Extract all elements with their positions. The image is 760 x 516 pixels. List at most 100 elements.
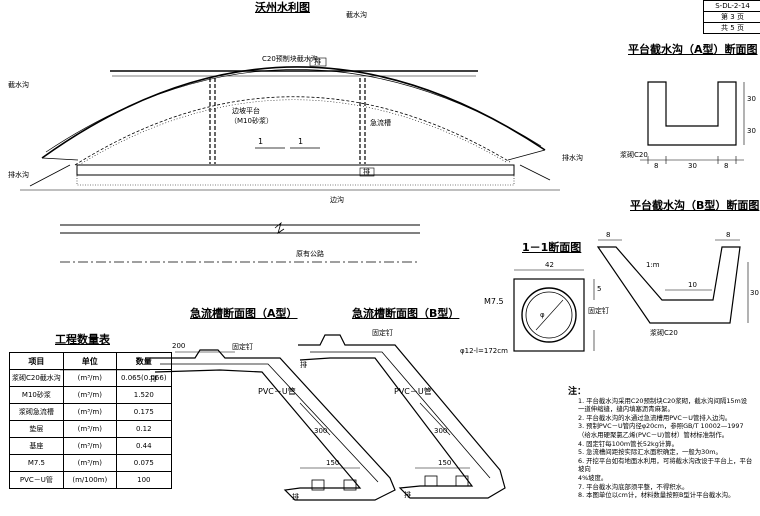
chute-b-foot-r: 排	[404, 491, 411, 499]
table-cell: 基座	[9, 437, 64, 455]
table-row: 浆砌C20截水沟 (m³/m) 0.065(0.066)	[9, 369, 172, 387]
ditch-a-dim-left: 8	[654, 162, 659, 170]
table-header-row: 项目 单位 数量	[9, 352, 172, 370]
sheet-info-block: S-DL-2-14 第 3 页 共 5 页	[703, 0, 760, 34]
quantity-table: 项目 单位 数量 浆砌C20截水沟 (m³/m) 0.065(0.066) M1…	[9, 352, 172, 489]
label-pipe-a: 排	[314, 58, 321, 66]
ditch-b-dim-top-l: 8	[606, 231, 611, 239]
base-slab	[76, 164, 515, 176]
notes-title: 注：	[568, 387, 587, 397]
label-left-foot: 排水沟	[8, 171, 29, 179]
table-cell: 0.075	[115, 454, 172, 472]
label-m10: （M10砂浆）	[230, 117, 273, 125]
table-cell: 0.175	[115, 403, 172, 421]
chute-b-foot-l: 排	[300, 361, 307, 369]
table-cell: 浆砌急流槽	[9, 403, 64, 421]
note-line: 2. 平台截水沟的水通过急流槽用PVC－U管排入边沟。	[578, 413, 732, 422]
label-road: 原有公路	[296, 250, 324, 258]
chute-b-anchor: 固定钉	[372, 329, 393, 337]
sheet-total: 共 5 页	[704, 22, 760, 33]
label-right-foot: 排水沟	[562, 154, 583, 162]
note-line: 3. 预制PVC－U管内径φ20cm，参照GB/T 10002—1997	[578, 422, 744, 431]
table-cell: 100	[115, 471, 172, 489]
note-line: 5. 急流槽间距按实际汇水面积确定，一般为30m。	[578, 448, 722, 457]
elevation-view	[20, 57, 560, 263]
table-cell: 浆砌C20截水沟	[9, 369, 64, 387]
section-1-1	[513, 269, 595, 352]
label-c20: C20预制块截水沟	[262, 55, 318, 63]
table-cell: (m³/m)	[62, 369, 117, 387]
header-cell: 数量	[115, 352, 172, 370]
inner-arch-dashed	[74, 96, 511, 166]
table-row: 浆砌急流槽 (m³/m) 0.175	[9, 403, 172, 421]
table-cell: (m/100m)	[62, 471, 117, 489]
label-left-ditch: 截水沟	[8, 81, 29, 89]
table-row: M10砂浆 (m³/m) 1.520	[9, 386, 172, 404]
note-line: （给水用硬聚氯乙烯(PVC－U)管材）管材标准制作。	[578, 430, 729, 439]
ditch-a-dim-mid: 30	[688, 162, 697, 170]
platform-a-title: 平台截水沟（A型）断面图	[628, 43, 758, 56]
platform-ditch-a-section	[640, 81, 745, 164]
table-row: 垫层 (m³/m) 0.12	[9, 420, 172, 438]
inner-arch-dotted	[78, 99, 507, 166]
platform-b-title: 平台截水沟（B型）断面图	[630, 199, 760, 212]
note-line: 1. 平台截水沟采用C20预制块C20浆砌，截水沟间隔15m设	[578, 396, 748, 405]
ditch-a-dim-right: 8	[724, 162, 729, 170]
label-bottom: 边沟	[330, 196, 344, 204]
chute-b-section	[298, 334, 506, 499]
section-11-title: 1－1断面图	[522, 241, 582, 254]
table-cell: 0.12	[115, 420, 172, 438]
chute-a-pipe: PVC－U管	[258, 387, 296, 396]
label-pipe-b: 排	[363, 168, 370, 176]
chute-b-outline	[298, 334, 506, 499]
table-cell: M7.5	[9, 454, 64, 472]
table-row: 基座 (m³/m) 0.44	[9, 437, 172, 455]
section-rebar: φ12-l=172cm	[460, 347, 508, 355]
ditch-b-dim-top-r: 8	[726, 231, 731, 239]
chute-a-section	[150, 349, 396, 501]
chute-a-slope-dim: 300	[314, 427, 328, 435]
note-line: 4. 固定钉每100m管长52kg计算。	[578, 439, 678, 448]
section-dim-r: 5	[597, 285, 602, 293]
sheet-page: 第 3 页	[704, 11, 760, 22]
outer-arch-inner	[45, 69, 542, 153]
table-cell: (m³/m)	[62, 386, 117, 404]
chute-a-title: 急流槽断面图（A型）	[190, 307, 298, 320]
pipe-circle	[521, 287, 577, 343]
label-cut-right: 1	[298, 137, 304, 146]
chute-b-slope-dim: 300	[434, 427, 448, 435]
table-cell: (m³/m)	[62, 454, 117, 472]
section-pipe: φ	[540, 311, 545, 319]
section-mortar: M7.5	[484, 297, 504, 306]
table-cell: 0.44	[115, 437, 172, 455]
ditch-a-dim-b: 30	[747, 127, 756, 135]
note-line: 一道伸缩缝，缝内填塞沥青麻絮。	[578, 405, 674, 414]
ditch-a-outline	[647, 81, 737, 146]
table-cell: PVC－U管	[9, 471, 64, 489]
chute-b-bottom-dim: 150	[438, 459, 452, 467]
table-cell: (m³/m)	[62, 403, 117, 421]
header-cell: 单位	[62, 352, 117, 370]
table-cell: M10砂浆	[9, 386, 64, 404]
table-cell: 垫层	[9, 420, 64, 438]
table-row: M7.5 (m³/m) 0.075	[9, 454, 172, 472]
chute-a-bottom-dim: 150	[326, 459, 340, 467]
notes-block: 注： 1. 平台截水沟采用C20预制块C20浆砌，截水沟间隔15m设 一道伸缩缝…	[538, 388, 753, 500]
note-line: 6. 开挖平台如有地面水利用，可将截水沟改设于平台上，平台坡向	[578, 456, 753, 474]
chute-a-anchor: 固定钉	[232, 343, 253, 351]
ditch-b-dim-h: 30	[750, 289, 759, 297]
quantity-title: 工程数量表	[55, 333, 110, 346]
note-line: 4%坡度。	[578, 473, 608, 482]
table-cell: 0.065(0.066)	[115, 369, 172, 387]
ditch-b-outline	[596, 246, 741, 324]
table-cell: 1.520	[115, 386, 172, 404]
label-platform: 边坡平台	[232, 107, 260, 115]
ditch-a-material: 浆砌C20	[620, 151, 648, 159]
chute-b-title: 急流槽断面图（B型）	[352, 307, 460, 320]
note-line: 7. 平台截水沟底部须平整，不得积水。	[578, 482, 689, 491]
chute-a-outline	[150, 349, 396, 501]
ditch-b-slope: 1:m	[646, 261, 660, 269]
chute-a-foot-r: 排	[292, 493, 299, 501]
label-top-note: 截水沟	[346, 11, 367, 19]
